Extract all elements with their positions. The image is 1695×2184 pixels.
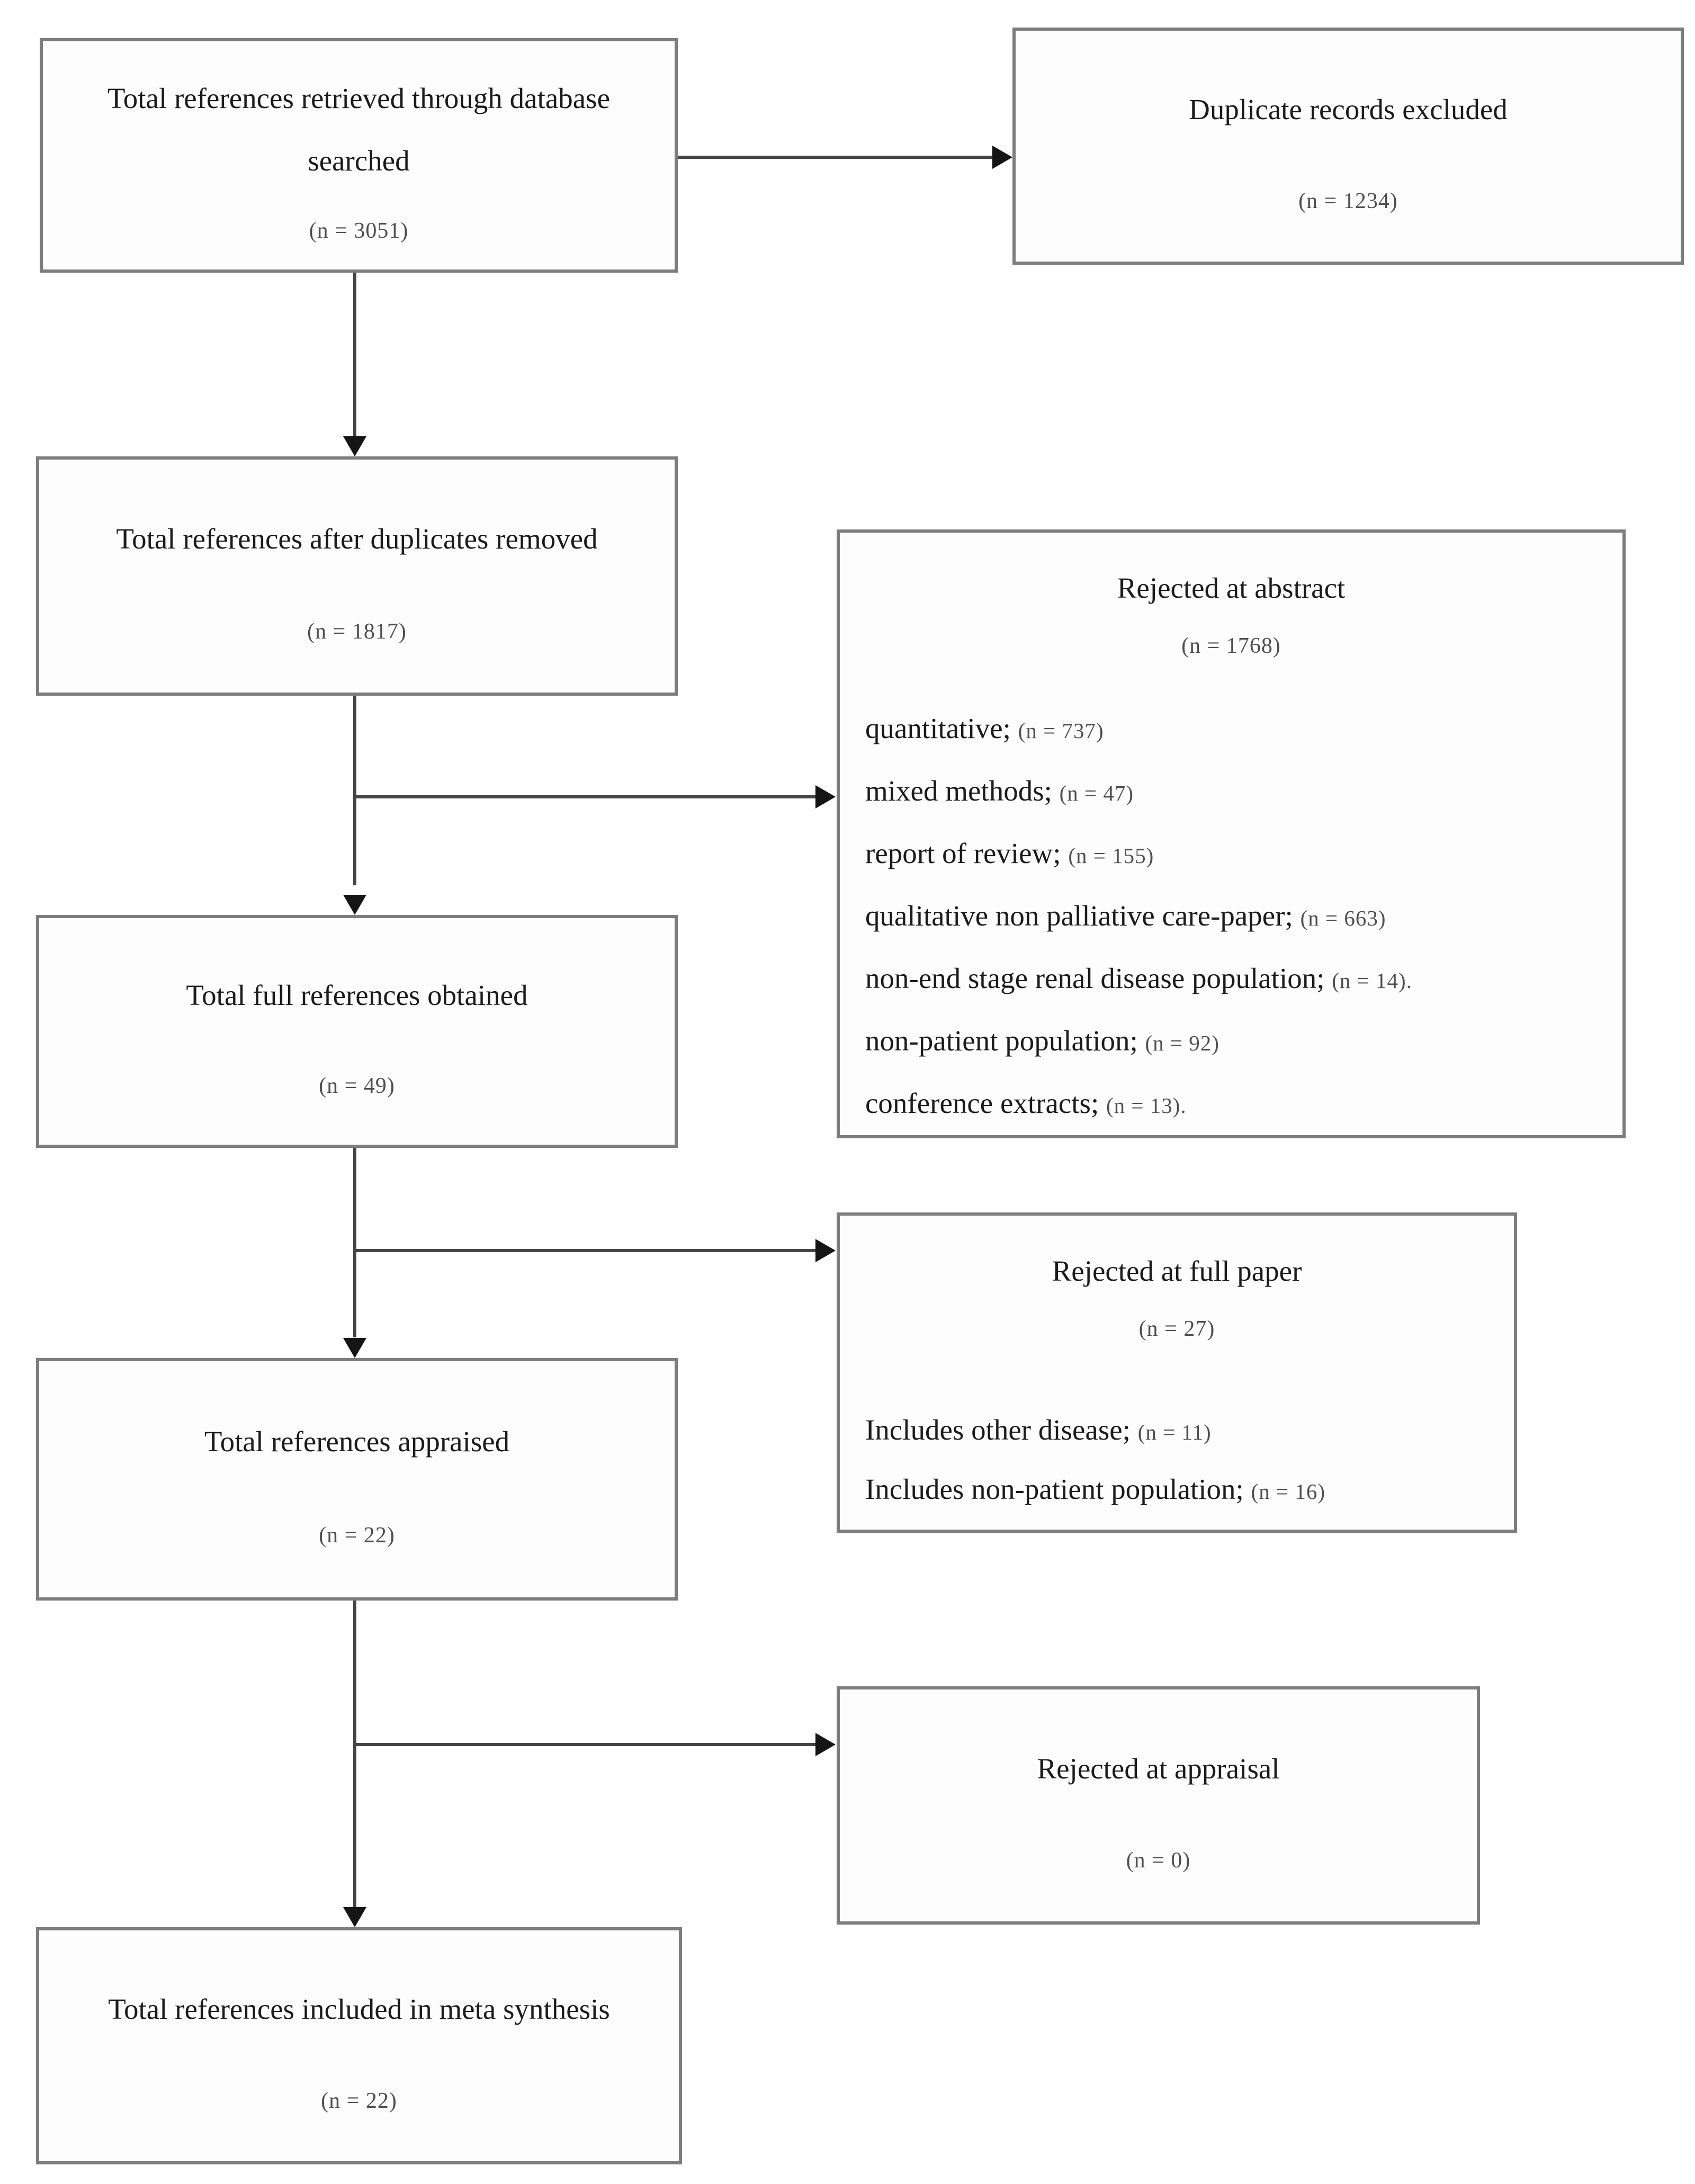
node-title: Rejected at appraisal — [1037, 1752, 1280, 1785]
connector-branch-to-rejected-appraisal — [355, 1743, 817, 1746]
connector-appraised-to-included — [353, 1601, 356, 1908]
exclusion-reason: report of review; (n = 155) — [865, 837, 1607, 900]
connector-retrieved-to-after-duplicates — [353, 273, 356, 438]
arrowhead-into-duplicates-excluded — [992, 146, 1012, 169]
exclusion-reason: non-patient population; (n = 92) — [865, 1024, 1607, 1087]
arrowhead-into-included — [343, 1907, 366, 1927]
node-rejected-at-abstract: Rejected at abstract (n = 1768) quantita… — [837, 529, 1626, 1138]
node-full-references-obtained: Total full references obtained (n = 49) — [36, 915, 678, 1148]
reason-count: (n = 16) — [1251, 1479, 1326, 1504]
node-included-meta-synthesis: Total references included in meta synthe… — [36, 1927, 682, 2164]
reason-label: non-end stage renal disease population; — [865, 962, 1325, 994]
reason-label: mixed methods; — [865, 775, 1052, 807]
node-count: (n = 1768) — [1181, 634, 1281, 658]
node-title: Total references after duplicates remove… — [116, 523, 598, 555]
exclusion-reason: mixed methods; (n = 47) — [865, 775, 1607, 838]
node-title: Total references appraised — [204, 1425, 510, 1458]
reason-label: report of review; — [865, 837, 1061, 869]
arrowhead-into-rejected-appraisal — [815, 1733, 836, 1756]
node-duplicates-excluded: Duplicate records excluded (n = 1234) — [1012, 28, 1684, 265]
exclusion-reason: qualitative non palliative care-paper; (… — [865, 900, 1607, 963]
node-rejected-at-appraisal: Rejected at appraisal (n = 0) — [837, 1686, 1480, 1925]
exclusion-reason: Includes other disease; (n = 11) — [865, 1414, 1498, 1473]
reason-count: (n = 11) — [1137, 1420, 1212, 1444]
exclusion-reason: non-end stage renal disease population; … — [865, 962, 1607, 1025]
reason-count: (n = 14). — [1332, 968, 1412, 993]
node-count: (n = 1234) — [1298, 189, 1398, 214]
node-rejected-at-full-paper: Rejected at full paper (n = 27) Includes… — [837, 1212, 1517, 1533]
node-total-retrieved: Total references retrieved through datab… — [40, 38, 678, 273]
node-count: (n = 22) — [319, 1523, 395, 1548]
reason-label: Includes non-patient population; — [865, 1473, 1244, 1505]
reason-count: (n = 155) — [1068, 843, 1154, 868]
reason-label: non-patient population; — [865, 1024, 1138, 1057]
exclusion-reason-list: Includes other disease; (n = 11) Include… — [865, 1414, 1498, 1533]
node-count: (n = 22) — [321, 2089, 397, 2114]
connector-branch-to-rejected-abstract — [355, 795, 817, 798]
reason-count: (n = 92) — [1145, 1031, 1219, 1055]
connector-full-obtained-to-appraised — [353, 1148, 356, 1337]
reason-count: (n = 13). — [1106, 1093, 1187, 1118]
node-title: Rejected at abstract — [1117, 572, 1346, 604]
node-header: Rejected at full paper (n = 27) — [840, 1216, 1514, 1342]
connector-branch-to-rejected-full-paper — [355, 1249, 817, 1252]
node-title: Total references retrieved through datab… — [107, 82, 610, 177]
node-after-duplicates: Total references after duplicates remove… — [36, 456, 678, 696]
reason-label: conference extracts; — [865, 1087, 1099, 1119]
arrowhead-into-after-duplicates — [343, 436, 366, 456]
reason-label: qualitative non palliative care-paper; — [865, 900, 1293, 932]
reason-label: Includes other disease; — [865, 1414, 1131, 1446]
arrowhead-into-rejected-abstract — [815, 785, 836, 808]
node-count: (n = 3051) — [309, 219, 409, 244]
node-count: (n = 27) — [1138, 1317, 1215, 1341]
node-references-appraised: Total references appraised (n = 22) — [36, 1358, 678, 1601]
arrowhead-into-appraised — [343, 1338, 366, 1358]
reason-count: (n = 47) — [1059, 781, 1134, 805]
node-count: (n = 1817) — [307, 619, 407, 644]
node-title: Rejected at full paper — [1052, 1255, 1302, 1287]
node-title: Duplicate records excluded — [1189, 93, 1508, 125]
exclusion-reason: Includes non-patient population; (n = 16… — [865, 1473, 1498, 1533]
node-header: Rejected at abstract (n = 1768) — [840, 533, 1622, 659]
reason-label: quantitative; — [865, 712, 1011, 744]
arrowhead-into-rejected-full-paper — [815, 1239, 836, 1262]
exclusion-reason: quantitative; (n = 737) — [865, 712, 1607, 775]
node-count: (n = 0) — [1126, 1848, 1191, 1873]
node-title: Total references included in meta synthe… — [108, 1992, 610, 2025]
connector-after-duplicates-to-full-obtained — [353, 696, 356, 885]
connector-retrieved-to-duplicates — [678, 156, 993, 159]
exclusion-reason: conference extracts; (n = 13). — [865, 1087, 1607, 1150]
node-count: (n = 49) — [319, 1073, 395, 1098]
arrowhead-into-full-obtained — [343, 895, 366, 915]
exclusion-reason-list: quantitative; (n = 737) mixed methods; (… — [865, 712, 1607, 1150]
node-title: Total full references obtained — [186, 979, 528, 1012]
reason-count: (n = 737) — [1018, 718, 1104, 743]
reason-count: (n = 663) — [1300, 906, 1386, 930]
